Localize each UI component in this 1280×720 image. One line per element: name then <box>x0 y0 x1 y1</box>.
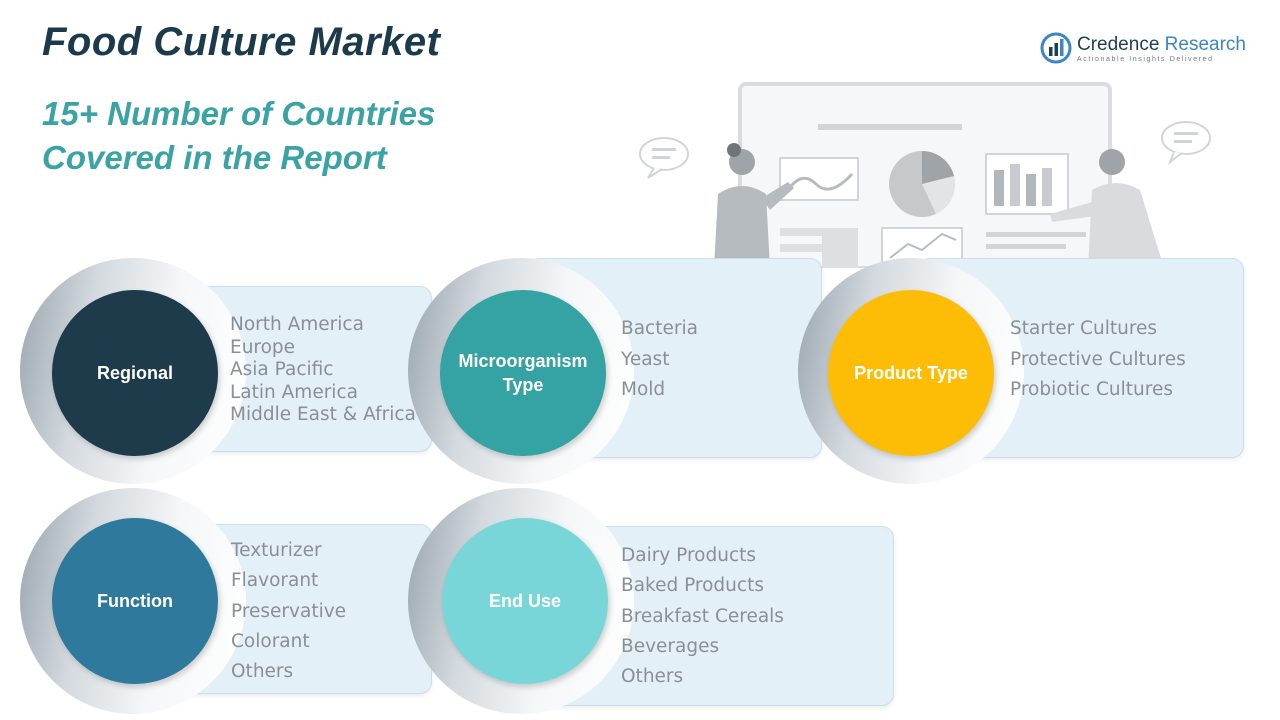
list-item: Middle East & Africa <box>230 404 416 426</box>
presenter-icon <box>714 143 794 268</box>
function-label: Function <box>97 591 173 611</box>
list-item: Flavorant <box>231 570 319 592</box>
regional-label: Regional <box>96 363 173 383</box>
list-item: Europe <box>230 336 296 358</box>
end-use-circle: End Use <box>442 518 608 684</box>
bar-chart-globe-icon <box>1040 32 1072 64</box>
list-item: Mold <box>621 379 666 400</box>
audience-person-icon <box>1050 149 1164 268</box>
product-type-label: Product Type <box>854 363 968 383</box>
list-item: Others <box>231 661 294 683</box>
list-item: Asia Pacific <box>230 359 334 381</box>
list-item: Others <box>621 666 684 688</box>
microorganism-label-line-2: Type <box>502 375 544 395</box>
list-item: Yeast <box>621 348 670 370</box>
list-item: Baked Products <box>621 575 764 597</box>
pie-chart-icon <box>889 151 956 217</box>
function-circle: Function <box>52 518 218 684</box>
list-item: Starter Cultures <box>1010 318 1158 339</box>
list-item: Beverages <box>621 635 720 657</box>
product-type-circle: Product Type <box>828 290 994 456</box>
presentation-board-icon <box>738 82 1112 268</box>
page-subtitle: 15+ Number of Countries Covered in the R… <box>42 92 562 180</box>
brand-name-part1: Credence <box>1077 34 1160 55</box>
list-item: Latin America <box>230 381 358 403</box>
brand-logo: Credence Research Actionable Insights De… <box>1040 32 1260 68</box>
microorganism-list: Bacteria Yeast Mold <box>621 314 698 406</box>
microorganism-circle: Microorganism Type <box>440 290 606 456</box>
brand-name-part2: Research <box>1159 34 1246 55</box>
microorganism-label-line-1: Microorganism <box>458 351 588 371</box>
speech-bubble-icon <box>639 121 1211 179</box>
list-item: Bacteria <box>621 318 698 339</box>
list-item: Preservative <box>231 600 347 622</box>
list-item: Dairy Products <box>621 545 757 566</box>
regional-list: North America Europe Asia Pacific Latin … <box>230 314 416 427</box>
subtitle-line-1: 15+ Number of Countries <box>42 95 436 132</box>
microorganism-label: Microorganism Type <box>458 349 587 397</box>
list-item: Texturizer <box>231 540 322 561</box>
list-item: North America <box>230 314 364 335</box>
end-use-list: Dairy Products Baked Products Breakfast … <box>621 541 784 692</box>
product-type-list: Starter Cultures Protective Cultures Pro… <box>1010 314 1186 406</box>
subtitle-line-2: Covered in the Report <box>42 139 387 176</box>
list-item: Probiotic Cultures <box>1010 379 1173 400</box>
list-item: Breakfast Cereals <box>621 605 784 627</box>
function-list: Texturizer Flavorant Preservative Colora… <box>231 536 346 687</box>
regional-circle: Regional <box>52 290 218 456</box>
brand-name: Credence Research <box>1077 34 1246 56</box>
presentation-illustration <box>639 82 1211 268</box>
list-item: Colorant <box>231 630 310 652</box>
bar-chart-icon <box>985 153 1086 249</box>
list-item: Protective Cultures <box>1010 348 1186 370</box>
page-title: Food Culture Market <box>42 20 441 64</box>
brand-tagline: Actionable Insights Delivered <box>1077 56 1214 63</box>
end-use-label: End Use <box>488 591 562 611</box>
